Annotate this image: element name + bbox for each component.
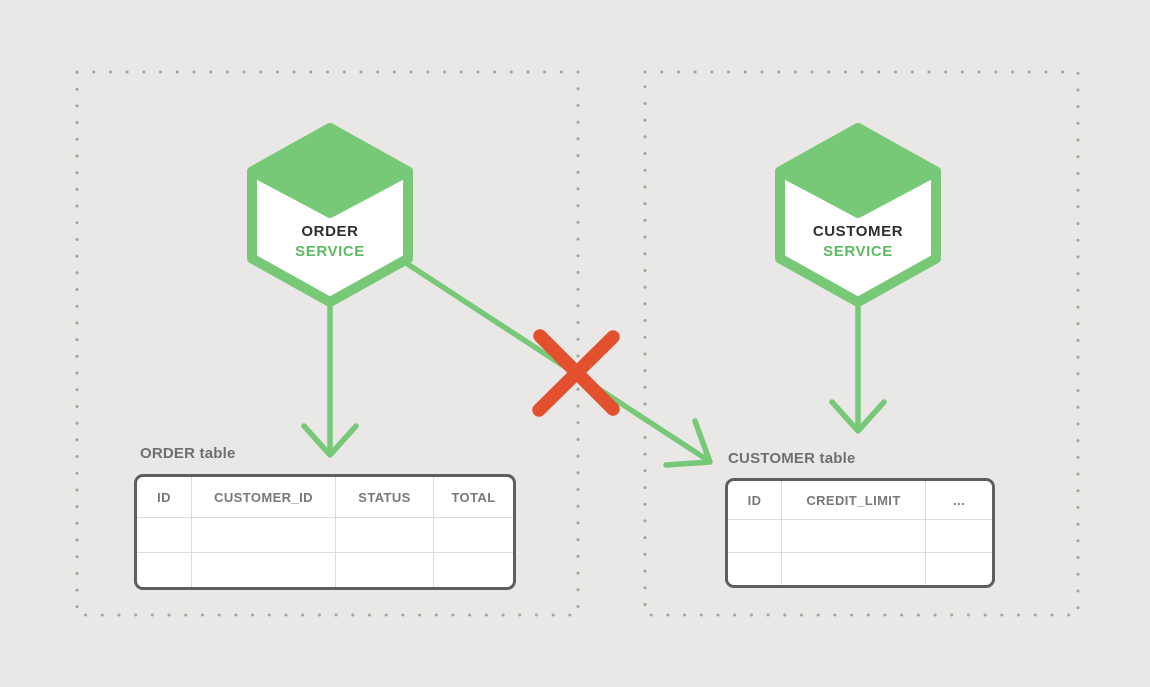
order-service-label: ORDER SERVICE [250, 222, 410, 262]
order-service-name: ORDER [301, 223, 359, 240]
customer-table-label: CUSTOMER table [728, 450, 856, 467]
order-table-empty-row [137, 517, 513, 552]
order-table-col-total: TOTAL [433, 477, 513, 517]
order-table: ID CUSTOMER_ID STATUS TOTAL [134, 474, 516, 590]
customer-to-customer-table-arrow [829, 297, 887, 434]
customer-service-label: CUSTOMER SERVICE [778, 222, 938, 262]
customer-table-col-id: ID [747, 492, 762, 508]
forbidden-x-icon [532, 329, 620, 417]
order-service-type: SERVICE [295, 243, 365, 260]
order-table-col-status: STATUS [335, 477, 433, 517]
customer-table-empty-row [728, 519, 992, 552]
order-table-col-id: ID [157, 489, 171, 505]
customer-service-name: CUSTOMER [812, 223, 904, 240]
customer-service-hexagon-icon [775, 123, 941, 307]
order-table-col-customer-id: CUSTOMER_ID [191, 477, 335, 517]
customer-table-col-more: ... [925, 481, 992, 519]
customer-table-col-credit-limit: CREDIT_LIMIT [781, 481, 925, 519]
customer-service-boundary [643, 70, 1080, 617]
order-to-customer-table-arrow [403, 260, 713, 468]
customer-table-header-row: ID CREDIT_LIMIT ... [728, 481, 992, 519]
order-service-hexagon-icon [247, 123, 413, 307]
order-service-boundary [75, 70, 580, 617]
customer-table: ID CREDIT_LIMIT ... [725, 478, 995, 588]
customer-table-empty-row [728, 552, 992, 585]
customer-service-type: SERVICE [823, 243, 893, 260]
order-table-empty-row [137, 552, 513, 587]
order-table-header-row: ID CUSTOMER_ID STATUS TOTAL [137, 477, 513, 517]
order-to-order-table-arrow [301, 297, 359, 458]
order-table-label: ORDER table [140, 445, 236, 462]
